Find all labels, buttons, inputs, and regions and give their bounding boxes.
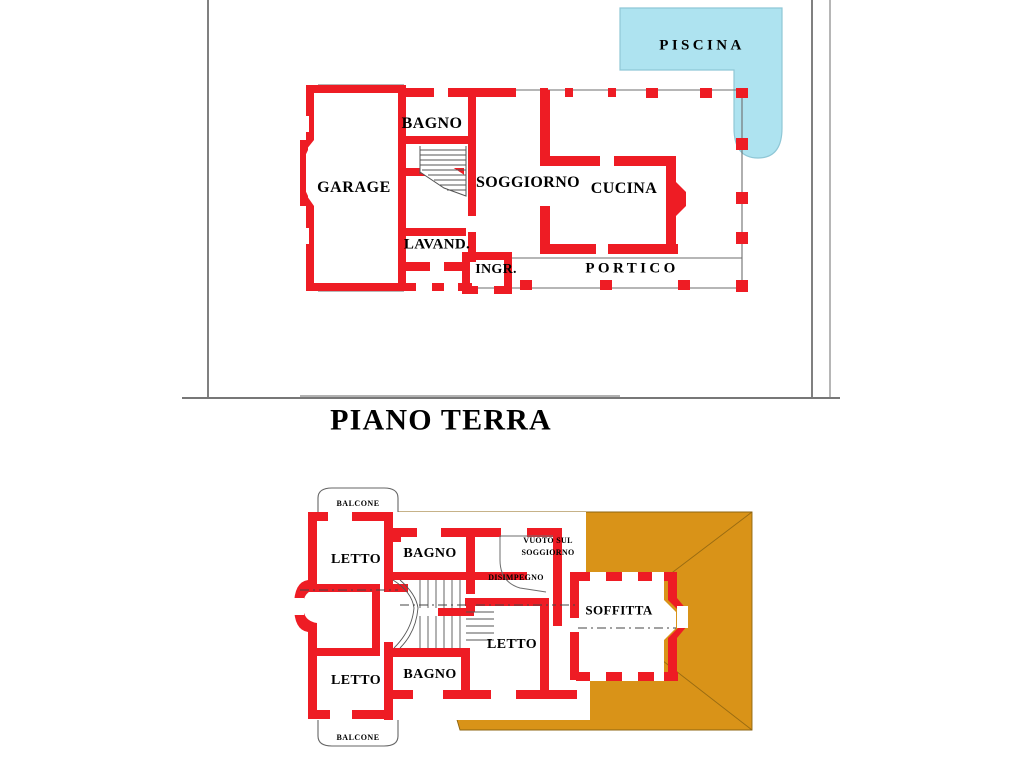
site-boundary [182, 0, 840, 399]
vuoto-sul-soggiorno-outline [499, 535, 553, 593]
upper-floor-walls [294, 512, 688, 720]
ground-floor-staircase [419, 146, 467, 197]
ground-floor-walls [300, 85, 748, 294]
upper-floor-balconies [317, 487, 399, 747]
upper-floor-staircase [300, 579, 676, 649]
piscina-shape [619, 7, 783, 159]
